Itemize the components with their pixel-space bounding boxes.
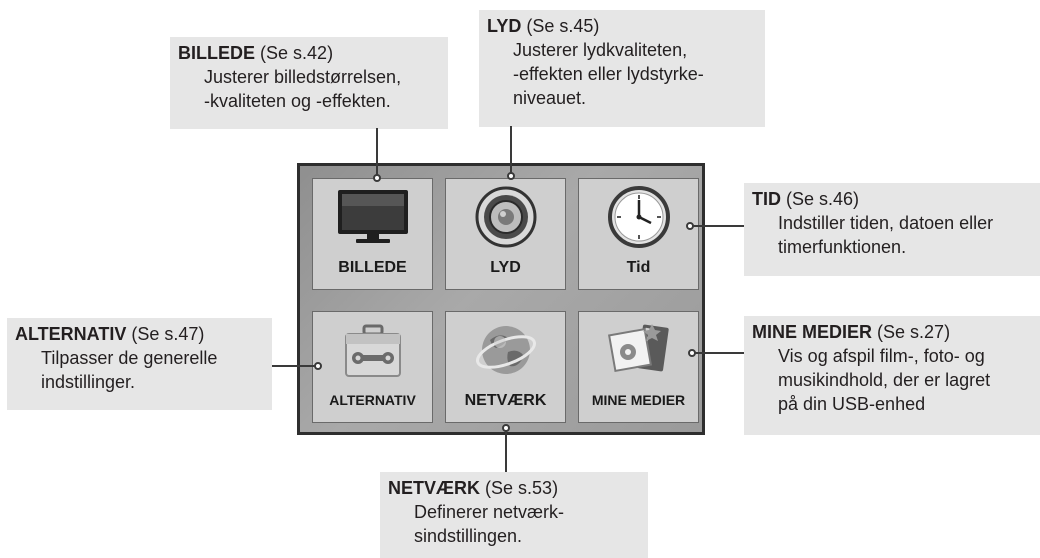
callout-ref: (Se s.53) [485, 478, 559, 498]
menu-tile-netvaerk[interactable]: NETVÆRK [445, 311, 566, 423]
callout-line: Definerer netværk- [414, 502, 565, 522]
connector-dot-alternativ [314, 362, 322, 370]
callout-ref: (Se s.46) [786, 189, 860, 209]
connector-line-mine-medier [692, 352, 744, 354]
callout-title: BILLEDE [178, 43, 256, 63]
speaker-icon [446, 185, 565, 249]
tile-label: ALTERNATIV [329, 392, 416, 408]
callout-ref: (Se s.42) [260, 43, 334, 63]
menu-tile-tid[interactable]: Tid [578, 178, 699, 290]
callout-netvaerk: NETVÆRK (Se s.53) Definerer netværk- sin… [380, 472, 648, 558]
menu-tile-billede[interactable]: BILLEDE [312, 178, 433, 290]
callout-line: Vis og afspil film-, foto- og [778, 346, 985, 366]
tile-label: MINE MEDIER [591, 392, 686, 408]
connector-dot-tid [686, 222, 694, 230]
callout-line: -kvaliteten og -effekten. [204, 91, 391, 111]
menu-panel: BILLEDE LYD [297, 163, 705, 435]
tile-label: NETVÆRK [464, 392, 547, 409]
tile-label: Tid [626, 259, 651, 276]
callout-lyd: LYD (Se s.45) Justerer lydkvaliteten, -e… [479, 10, 765, 127]
callout-alternativ: ALTERNATIV (Se s.47) Tilpasser de genere… [7, 318, 272, 410]
callout-title: TID [752, 189, 781, 209]
callout-line: Indstiller tiden, datoen eller [778, 213, 994, 233]
callout-line: -effekten eller lydstyrke- [513, 64, 704, 84]
callout-line: på din USB-enhed [778, 394, 926, 414]
connector-dot-lyd [507, 172, 515, 180]
callout-ref: (Se s.45) [526, 16, 600, 36]
callout-line: sindstillingen. [414, 526, 523, 546]
connector-line-lyd [510, 126, 512, 176]
toolbox-icon [313, 318, 432, 382]
connector-dot-billede [373, 174, 381, 182]
callout-billede: BILLEDE (Se s.42) Justerer billedstørrel… [170, 37, 448, 129]
connector-line-alternativ [272, 365, 318, 367]
clock-icon [579, 185, 698, 249]
callout-title: MINE MEDIER [752, 322, 873, 342]
connector-dot-mine-medier [688, 349, 696, 357]
callout-ref: (Se s.27) [877, 322, 951, 342]
media-icon [579, 318, 698, 382]
callout-title: ALTERNATIV [15, 324, 127, 344]
callout-line: Justerer lydkvaliteten, [513, 40, 688, 60]
connector-line-billede [376, 128, 378, 178]
callout-mine-medier: MINE MEDIER (Se s.27) Vis og afspil film… [744, 316, 1040, 435]
callout-line: timerfunktionen. [778, 237, 907, 257]
callout-tid: TID (Se s.46) Indstiller tiden, datoen e… [744, 183, 1040, 276]
tile-label: BILLEDE [338, 259, 407, 276]
callout-title: LYD [487, 16, 522, 36]
tv-icon [313, 185, 432, 249]
connector-line-tid [690, 225, 744, 227]
callout-line: Justerer billedstørrelsen, [204, 67, 402, 87]
menu-tile-alternativ[interactable]: ALTERNATIV [312, 311, 433, 423]
callout-title: NETVÆRK [388, 478, 481, 498]
globe-icon [446, 318, 565, 382]
callout-line: musikindhold, der er lagret [778, 370, 991, 390]
menu-tile-lyd[interactable]: LYD [445, 178, 566, 290]
connector-line-netvaerk [505, 428, 507, 472]
callout-line: indstillinger. [41, 372, 136, 392]
callout-ref: (Se s.47) [131, 324, 205, 344]
connector-dot-netvaerk [502, 424, 510, 432]
menu-tile-mine-medier[interactable]: MINE MEDIER [578, 311, 699, 423]
tile-label: LYD [490, 259, 521, 276]
callout-line: Tilpasser de generelle [41, 348, 218, 368]
callout-line: niveauet. [513, 88, 587, 108]
